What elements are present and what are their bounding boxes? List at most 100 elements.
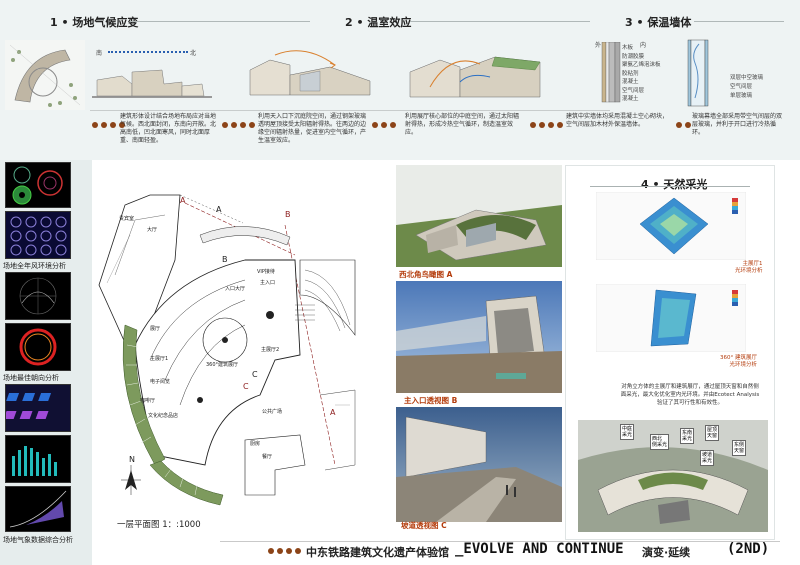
section-mark-b: B [285,210,291,219]
plan-room: 展厅 [150,326,161,332]
tag-se: 东南 采光 [680,428,695,444]
sidebar-label-orientation: 场地最佳朝向分析 [3,374,59,382]
caption-5: 玻璃幕墙全部采用带空气间层的双层玻璃，并利于开口进行冷热循环。 [692,113,783,136]
wind-analysis-thumb-2 [5,211,71,259]
compass-arrow [108,51,188,53]
section-mark-a: A [216,205,222,214]
light-analysis-2 [596,284,746,352]
section-title-3: 3 • 保温墙体 [625,16,692,29]
sidebar-label-wind: 场地全年风环境分析 [3,262,66,270]
compass-north: 北 [190,50,197,57]
plan-room: 大厅 [147,227,158,233]
section-rule [694,21,784,22]
section-mark-c: C [252,370,258,379]
wall-layer: 混凝土 [622,96,639,102]
ramp-view-render [396,407,562,522]
section-mark-a: A [330,408,336,417]
weather-thumb-1 [3,384,71,432]
wall-layer: 空气间层 [622,87,645,94]
tag-atrium: 中庭 采光 [620,424,635,440]
plan-title: 一层平面图 1：:1000 [117,520,201,530]
compass-south: 南 [96,50,103,57]
plan-room: 入口大厅 [225,286,246,292]
elevation-drawing [92,69,212,98]
photo-caption-a: 西北角鸟瞰图 A [399,270,453,279]
entrance-view-render [396,281,562,393]
plan-room: VIP接待 [257,269,275,275]
bottom-title-cn2: 演变·延续 [642,546,691,559]
photo-caption-b: 主入口透视图 B [404,396,458,405]
light-analysis-1 [596,192,746,260]
bottom-title-tag: (2ND) [727,541,770,557]
bottom-title-en: _EVOLVE AND CONTINUE [455,541,624,557]
wall-layer: 防潮胶膜 [622,53,645,60]
light-label-1: 主展厅1 光环境分析 [735,261,763,274]
wall-in-label: 内 [640,42,647,49]
section-title-2: 2 • 温室效应 [345,16,412,29]
section-rule [410,21,590,22]
glass-layer: 单层玻璃 [730,93,753,99]
greenhouse-diagram-1 [249,50,371,96]
glass-layer: 双层中空玻璃 [730,75,764,81]
tag-skylight: 屋顶 天窗 [705,425,720,441]
plan-room: 主展厅2 [261,347,280,353]
glass-section-drawing [687,39,709,107]
tag-east-skylight: 东侧 天窗 [732,440,747,456]
plan-room: 餐厅 [262,454,273,460]
plan-room: 公共广场 [262,409,283,415]
wind-grid-icon [10,216,67,256]
sun-path-icon [19,277,57,315]
weather-chart-icon [3,393,52,419]
wall-layer: 胶粘剂 [622,70,639,77]
north-label: N [129,455,135,464]
plan-room: 电子阅览 [150,379,171,385]
wall-out-label: 外 [595,42,602,49]
glass-layer-list: 双层中空玻璃 空气间层 单层玻璃 [730,74,763,101]
caption-2: 利用天入口下沉庭院空间，通过钢架玻璃透明屋顶接受太阳辐射得热。往两边的边缘空间辐… [258,113,367,144]
orientation-thumb-2 [5,323,71,371]
wind-analysis-thumb-1 [5,162,71,208]
caption-dots [92,122,125,128]
bottom-dots [268,548,301,554]
plan-room: 厨房 [250,441,261,447]
photo-caption-c: 坡道透视图 C [401,521,447,530]
bottom-title-cn: 中东铁路建筑文化遗产体验馆 [306,546,449,559]
wind-rose-icon [12,166,63,205]
site-plan-drawing [5,40,85,110]
caption-dots [530,122,563,128]
weather-thumb-2 [5,435,71,483]
plan-room: 咖啡厅 [140,398,156,404]
section-mark-a: A [180,196,186,205]
weather-thumb-3 [5,486,71,532]
floor-plan-drawing [98,194,356,506]
caption-4: 建筑中实墙体均采用混凝土空心砌块，空气间层加木材外保温墙体。 [566,113,669,128]
glass-layer: 空气间层 [730,84,753,90]
wall-section-drawing [601,42,621,103]
wall-layer: 混凝土 [622,79,639,85]
sidebar-label-weather: 场地气象数据综合分析 [3,536,73,544]
caption-3: 利用展厅核心部位的中庭空间，通过太阳辐射得热，形成冷热空气循环，制造温室效应。 [405,113,520,136]
section-rule [590,186,750,187]
wall-layer: 聚氨乙烯泡沫板 [622,62,661,68]
tag-nw: 西北 侧采光 [650,434,670,450]
plan-room: 主展厅1 [150,356,169,362]
wall-layer: 木板 [622,45,634,51]
wall-layer-list: 木板 防潮胶膜 聚氨乙烯泡沫板 胶粘剂 混凝土 空气间层 混凝土 [622,44,661,104]
daylight-aerial-render [578,420,768,532]
caption-1: 建筑形体设计结合场地布局应对当地气候。西北面封闭，东南向开敞。北高南低，凹北面寒… [120,113,217,144]
caption-dots [372,122,396,128]
light-label-2: 360° 建筑展厅 光环境分析 [720,355,757,368]
section-rule [130,21,310,22]
orientation-ring-icon [19,328,57,366]
greenhouse-diagram-2 [409,56,541,98]
caption-dots [222,122,255,128]
plan-room: 主入口 [260,280,276,286]
daylight-caption: 对角立方体的主展厅和建筑展厅，通过屋顶天窗和自然侧面采光，最大化优化室内光环境。… [620,384,760,406]
section-title-1: 1 • 场地气候应变 [50,16,139,29]
caption-rule [90,110,610,111]
bottom-rule [220,541,780,542]
section-mark-c: C [243,382,249,391]
weather-bars-icon [12,446,57,476]
section-mark-b: B [222,255,228,264]
orientation-thumb-1 [5,272,71,320]
